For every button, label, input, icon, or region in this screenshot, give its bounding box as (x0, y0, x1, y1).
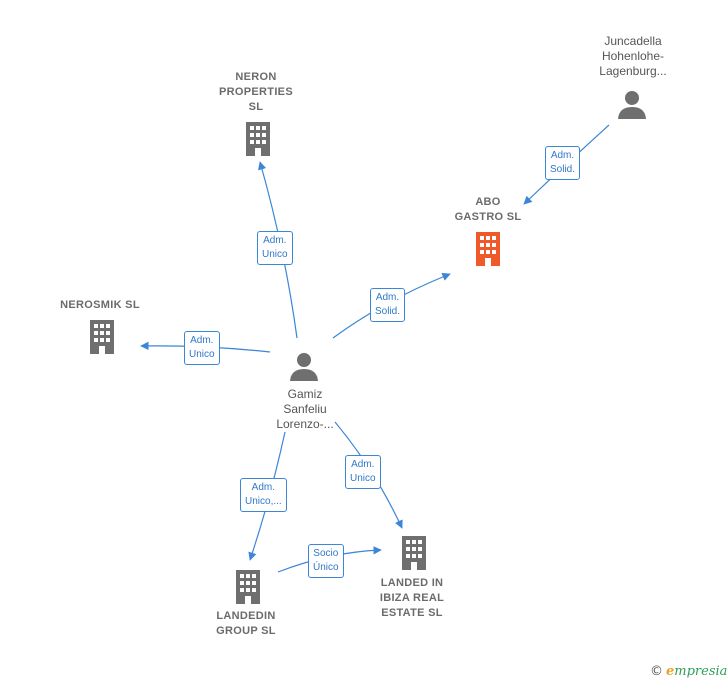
node-label-nerosmik[interactable]: NEROSMIK SL (60, 299, 140, 311)
copyright-symbol: © (650, 664, 663, 679)
building-icon[interactable] (398, 536, 430, 570)
node-label-landedin[interactable]: LANDEDIN GROUP SL (216, 610, 276, 637)
edge-label-gamiz-abo[interactable]: Adm. Solid. (370, 288, 406, 322)
brand-initial: e (666, 664, 675, 679)
node-label-abo[interactable]: ABO GASTRO SL (454, 196, 522, 223)
node-label-juncadella[interactable]: Juncadella Hohenlohe- Lagenburg... (599, 34, 667, 78)
person-icon[interactable] (617, 89, 647, 119)
edge-label-juncadella-abo[interactable]: Adm. Solid. (545, 146, 581, 180)
brand-logo[interactable]: ©empresia (650, 664, 727, 679)
edge-label-gamiz-nerosmik[interactable]: Adm. Unico (184, 331, 220, 365)
node-label-neron[interactable]: NERON PROPERTIES SL (219, 71, 293, 113)
person-icon[interactable] (289, 351, 319, 381)
building-icon[interactable] (472, 232, 504, 266)
edge-label-gamiz-landed[interactable]: Adm. Unico (345, 455, 381, 489)
building-icon[interactable] (242, 122, 274, 156)
node-label-gamiz[interactable]: Gamiz Sanfeliu Lorenzo-... (276, 387, 334, 431)
building-icon[interactable] (86, 320, 118, 354)
edge-label-landedin-landed[interactable]: Socio Único (308, 544, 344, 578)
edge-label-gamiz-neron[interactable]: Adm. Unico (257, 231, 293, 265)
building-icon[interactable] (232, 570, 264, 604)
node-label-landed-ibiza[interactable]: LANDED IN IBIZA REAL ESTATE SL (379, 577, 445, 619)
edge-label-gamiz-landedin[interactable]: Adm. Unico,... (240, 478, 287, 512)
brand-name: mpresia (674, 664, 728, 679)
